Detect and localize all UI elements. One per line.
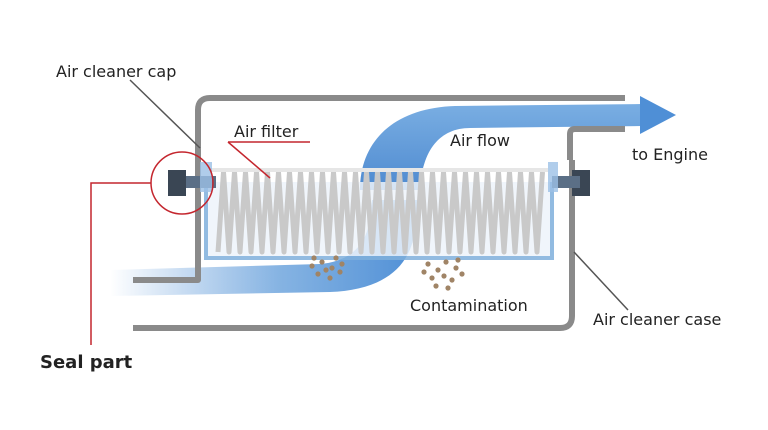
contamination-dot <box>449 277 455 283</box>
pleat-zigzag <box>215 169 545 255</box>
label-air-cleaner-case: Air cleaner case <box>593 310 722 329</box>
contamination-dot <box>337 269 343 275</box>
airflow-outlet-stream <box>360 104 642 190</box>
seal-right <box>548 162 590 196</box>
label-contamination: Contamination <box>410 296 528 315</box>
contamination-dot <box>445 285 451 291</box>
label-air-cleaner-cap: Air cleaner cap <box>56 62 177 81</box>
arrow-to-engine <box>640 96 676 134</box>
contamination-dot <box>421 269 427 275</box>
contamination-dot <box>453 265 459 271</box>
contamination-dot <box>455 257 461 263</box>
leader-air-cleaner-case <box>573 251 629 311</box>
contamination-dot <box>425 261 431 267</box>
contamination-dot <box>309 263 315 269</box>
air-cleaner-cap-outline <box>133 95 625 283</box>
contamination-dot <box>319 259 325 265</box>
air-cleaner-cap-inner <box>567 126 625 160</box>
contamination-dot <box>429 275 435 281</box>
contamination-dot <box>333 255 339 261</box>
leader-air-filter <box>227 141 271 179</box>
filter-pleats <box>215 169 545 255</box>
label-air-flow: Air flow <box>450 131 511 150</box>
contamination-dot <box>327 275 333 281</box>
contamination-dot <box>443 259 449 265</box>
contamination-dot <box>433 283 439 289</box>
contamination-dot <box>459 271 465 277</box>
seal-left <box>168 162 216 196</box>
leader-air-cleaner-cap <box>129 79 201 149</box>
seal-callout-leader <box>90 182 151 345</box>
contamination-dot <box>315 271 321 277</box>
label-to-engine: to Engine <box>632 145 708 164</box>
label-air-filter: Air filter <box>234 122 299 141</box>
contamination-dot <box>339 261 345 267</box>
contamination-dot <box>435 267 441 273</box>
label-seal-part: Seal part <box>40 352 133 373</box>
contamination-particles <box>309 255 465 291</box>
contamination-dot <box>323 267 329 273</box>
contamination-dot <box>311 255 317 261</box>
contamination-dot <box>329 265 335 271</box>
air-cleaner-case-outline <box>133 160 575 331</box>
contamination-dot <box>441 273 447 279</box>
